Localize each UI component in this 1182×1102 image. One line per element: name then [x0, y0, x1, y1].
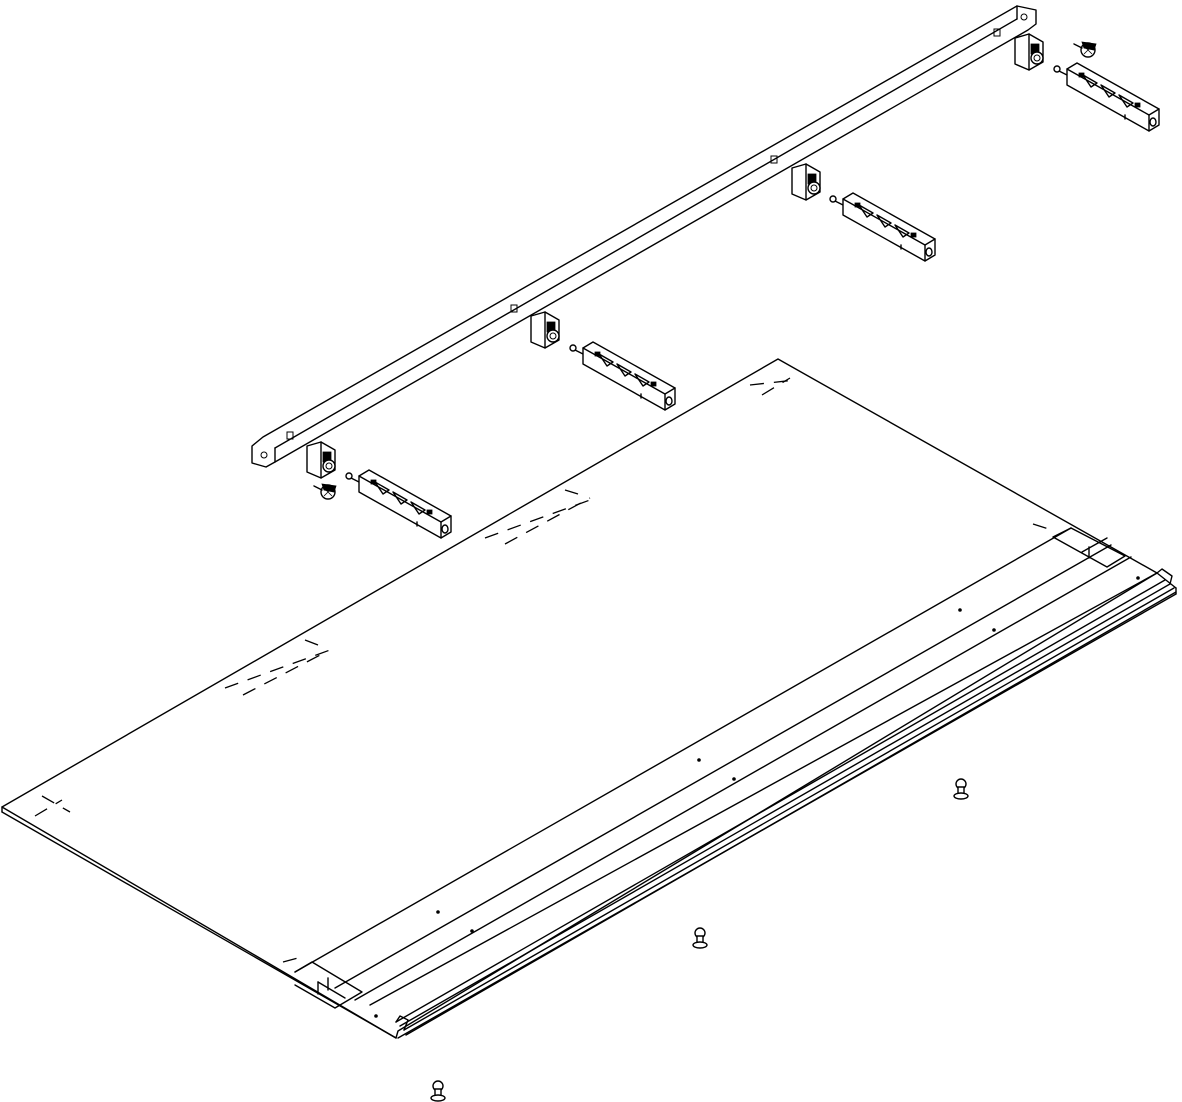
panel-icon — [1, 358, 1177, 1039]
connector-bar-icon — [345, 62, 1160, 539]
mounting-rail-icon — [251, 5, 1037, 468]
clip-block-icon — [306, 33, 1044, 479]
screw-icon — [313, 41, 1097, 500]
mushroom-pin-icon — [430, 778, 969, 1102]
